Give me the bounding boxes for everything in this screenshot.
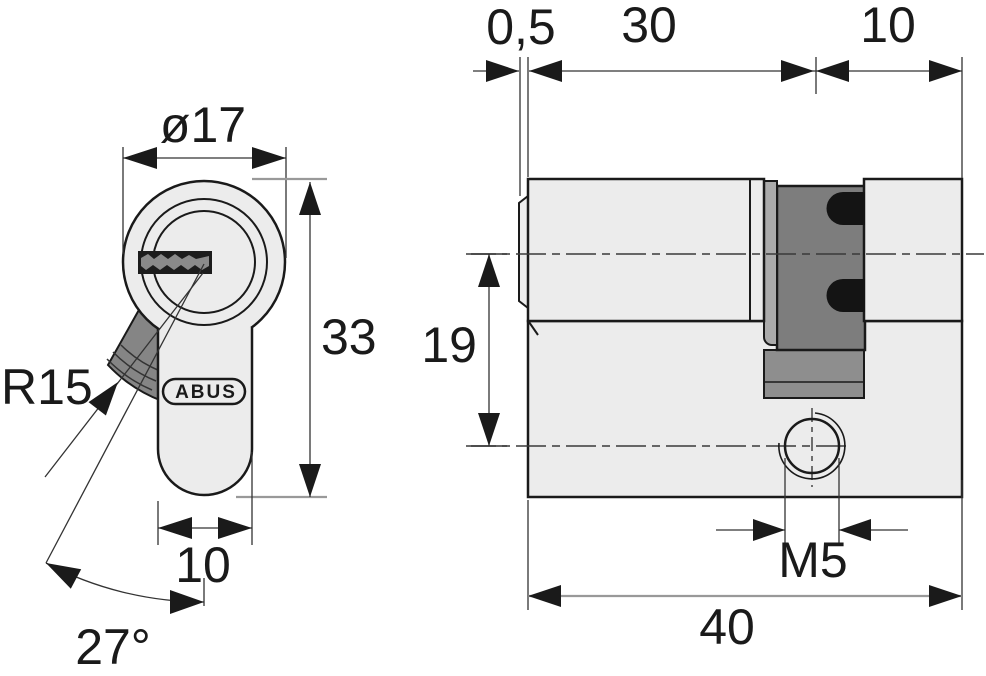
dim-cam-angle: 27° xyxy=(45,263,205,675)
housing-chamfer xyxy=(528,321,539,336)
dim-nose-width: 10 xyxy=(157,452,253,593)
dim-diameter: ø17 xyxy=(122,97,287,258)
abus-logo-text: ABUS xyxy=(175,382,237,403)
dim-rear-length-label: 10 xyxy=(860,0,916,53)
dim-diameter-label: ø17 xyxy=(160,97,246,153)
dim-cam-angle-label: 27° xyxy=(75,619,151,675)
housing-body xyxy=(526,319,964,499)
front-bevel xyxy=(518,195,529,309)
cam-disc-edge xyxy=(763,180,778,346)
abus-logo-border xyxy=(161,377,247,406)
dim-axis-offset: 19 xyxy=(421,253,507,447)
abus-logo: ABUS xyxy=(161,377,247,406)
dim-front-length-label: 30 xyxy=(621,0,677,53)
dim-screw-thread: M5 xyxy=(716,458,908,588)
dim-nose-width-label: 10 xyxy=(175,537,231,593)
dim-total-length-label: 40 xyxy=(699,599,755,655)
dim-height-label: 33 xyxy=(321,309,377,365)
dim-screw-thread-label: M5 xyxy=(778,532,847,588)
plug-barrel xyxy=(526,177,766,323)
cylinder-nose xyxy=(156,327,254,497)
dim-cam-radius: R15 xyxy=(1,272,204,478)
key-profile xyxy=(141,254,209,270)
front-view: ABUS ø17 33 10 xyxy=(1,97,377,675)
rear-extension xyxy=(862,177,964,323)
cam-lower-section xyxy=(763,349,865,399)
cam-wedge-band xyxy=(106,358,153,391)
cam-wedge-band xyxy=(112,351,157,382)
dim-cam-radius-label: R15 xyxy=(1,359,93,415)
dim-total-length: 40 xyxy=(527,480,963,655)
pin-slot xyxy=(826,192,865,225)
dim-top-lengths: 0,5 30 10 xyxy=(473,0,963,196)
dim-axis-offset-label: 19 xyxy=(421,317,477,373)
screw-hole-circle xyxy=(783,417,841,475)
pin-slot xyxy=(826,279,865,312)
dim-height: 33 xyxy=(236,177,377,499)
dim-front-protrusion-label: 0,5 xyxy=(486,0,556,55)
side-view: 0,5 30 10 19 M5 xyxy=(421,0,984,655)
